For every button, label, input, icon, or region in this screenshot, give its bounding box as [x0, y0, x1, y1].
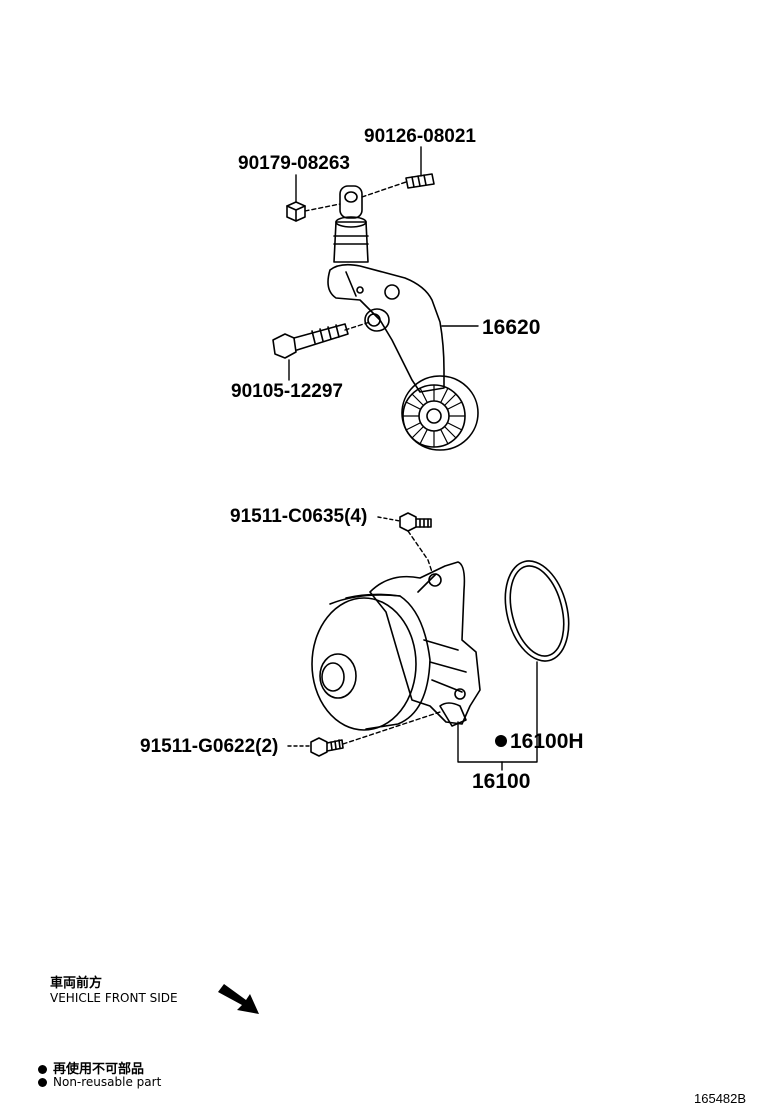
figure-id: 165482B [694, 1091, 747, 1106]
leader-lines-tensioner [288, 146, 479, 381]
non-reusable-label-jp: 再使用不可部品 [38, 1058, 144, 1077]
label-91511-c0635: 91511-C0635(4) [230, 506, 367, 527]
label-16100: 16100 [472, 770, 530, 793]
non-reusable-icon [495, 735, 507, 747]
front-arrow-icon [218, 984, 259, 1014]
bullet-icon [38, 1065, 47, 1074]
non-reusable-label-en: Non-reusable part [38, 1075, 161, 1089]
leader-lines-pump [287, 516, 538, 771]
bolt-91511-g0622 [310, 737, 344, 757]
front-label-jp: 車両前方 [50, 976, 103, 991]
non-reusable-text-en: Non-reusable part [53, 1075, 162, 1089]
nut-90179 [286, 201, 306, 222]
label-90126-08021: 90126-08021 [364, 126, 476, 147]
label-91511-g0622: 91511-G0622(2) [140, 736, 278, 757]
bolt-91511-c0635 [399, 512, 432, 532]
non-reusable-text-jp: 再使用不可部品 [53, 1062, 145, 1077]
water-pump-assembly [311, 561, 481, 731]
bullet-icon [38, 1078, 47, 1087]
tensioner-assembly [327, 185, 479, 451]
stud-90126 [405, 173, 435, 189]
label-90105-12297: 90105-12297 [231, 381, 343, 402]
front-label-en: VEHICLE FRONT SIDE [50, 991, 178, 1005]
label-16620: 16620 [482, 316, 540, 339]
bolt-90105 [272, 323, 349, 359]
gasket-16100h [504, 560, 570, 662]
label-16100h: 16100H [510, 730, 584, 753]
label-90179-08263: 90179-08263 [238, 153, 350, 174]
